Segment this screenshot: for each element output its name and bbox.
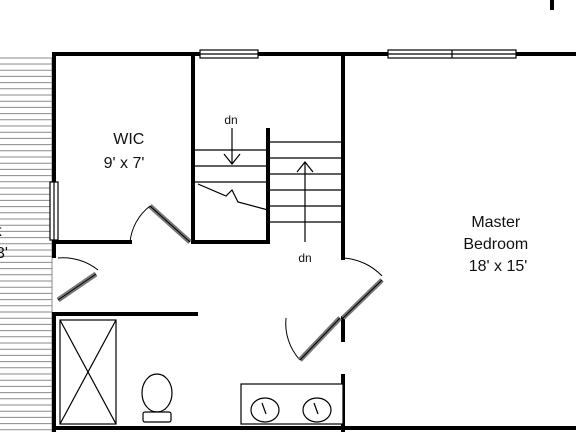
exterior-walls (52, 52, 576, 432)
room-label-master: Master Bedroom 18' x 15' (463, 214, 532, 275)
door-bath (285, 316, 342, 362)
window-top-small (199, 49, 259, 59)
master-dimensions: 18' x 15' (469, 258, 528, 275)
room-label-wic: WIC 9' x 7' (104, 131, 149, 172)
stair-arrow-down-upper (223, 128, 241, 165)
room-label-deck: k 3' (0, 223, 8, 262)
master-name: Master (471, 214, 521, 231)
stair-label-dn-upper: dn (224, 113, 237, 127)
door-deck (56, 257, 99, 303)
stair-label-dn-lower: dn (298, 251, 311, 265)
toilet (141, 373, 173, 423)
master-name-2: Bedroom (463, 236, 528, 253)
wic-dimensions: 9' x 7' (104, 155, 145, 172)
double-vanity (240, 383, 344, 425)
deck-dimension: 3' (0, 245, 8, 262)
deck-area (0, 57, 53, 432)
shower (59, 319, 117, 425)
stair-arrow-up (296, 161, 314, 242)
window-top-large (387, 49, 517, 59)
window-left (49, 181, 59, 241)
door-wic (129, 204, 192, 244)
deck-name: k (0, 223, 3, 240)
door-master (341, 257, 384, 320)
wic-name: WIC (113, 131, 144, 148)
